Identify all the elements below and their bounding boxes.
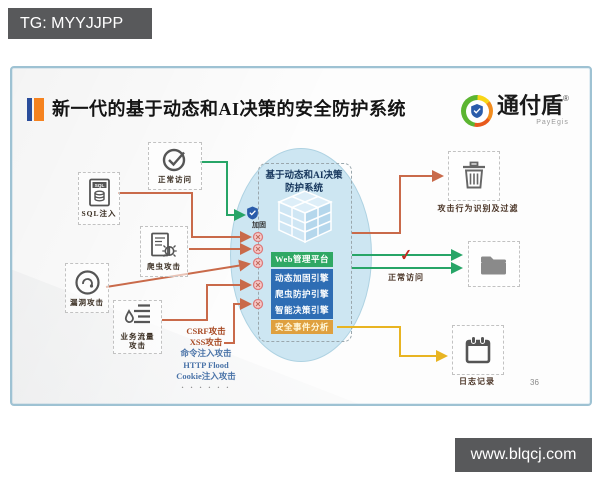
- source-traffic-attack-label: 业务流量 攻击: [120, 331, 155, 350]
- module-engines: 动态加固引擎 爬虫防护引擎 智能决策引擎: [271, 269, 333, 319]
- engine-dynamic-harden: 动态加固引擎: [274, 273, 329, 283]
- output-filter-label: 攻击行为识别及过滤: [437, 204, 519, 213]
- trash-icon: [463, 161, 485, 189]
- attack-http-flood: HTTP Flood: [183, 359, 229, 370]
- system-title: 基于动态和AI决策 防护系统: [256, 170, 352, 196]
- site-banner-text: www.blqcj.com: [470, 446, 577, 463]
- folder-icon: [481, 256, 506, 275]
- logo-shield-icon: [471, 104, 483, 118]
- output-log-box: [452, 325, 504, 375]
- check-circle-icon: [162, 149, 186, 172]
- engine-anti-crawler: 爬虫防护引擎: [274, 289, 329, 299]
- vulnerability-icon: [74, 270, 100, 295]
- module-security-analysis: 安全事件分析: [271, 320, 333, 334]
- source-normal-access: 正常访问: [148, 142, 202, 190]
- bug-document-icon: [151, 232, 177, 257]
- module-web-platform: Web管理平台: [271, 252, 333, 267]
- harden-shield: 加固: [246, 206, 272, 230]
- title-marker-blue: [27, 98, 32, 121]
- traffic-filter-icon: [124, 304, 150, 323]
- tg-banner-text: TG: MYYJJPP: [20, 14, 124, 32]
- calendar-icon: [465, 336, 491, 364]
- attack-more-dots: · · · · · ·: [181, 382, 231, 393]
- attack-cookie-injection: Cookie注入攻击: [176, 370, 236, 381]
- logo-ring-icon: [461, 95, 493, 127]
- attack-csrf: CSRF攻击: [186, 326, 226, 336]
- attack-type-list: CSRF攻击 XSS攻击 命令注入攻击 HTTP Flood Cookie注入攻…: [150, 326, 262, 393]
- source-crawler-attack: 爬虫攻击: [140, 226, 188, 277]
- logo-name: 通付盾: [497, 93, 564, 118]
- source-traffic-attack: 业务流量 攻击: [113, 300, 162, 354]
- source-sql-injection: SQL SQL注入: [78, 172, 120, 225]
- title-marker-orange: [34, 98, 44, 121]
- sql-file-icon: SQL: [88, 178, 110, 207]
- output-normal-box: [468, 241, 520, 287]
- payegis-logo: 通付盾® PayEgis: [461, 95, 569, 127]
- source-vuln-attack-label: 漏洞攻击: [70, 297, 104, 307]
- source-normal-access-label: 正常访问: [158, 175, 192, 185]
- source-crawler-attack-label: 爬虫攻击: [147, 261, 181, 271]
- slide-title: 新一代的基于动态和AI决策的安全防护系统: [52, 99, 407, 119]
- brick-cube-icon: [274, 188, 336, 248]
- shield-check-icon: [247, 206, 258, 220]
- page-number: 36: [530, 378, 539, 387]
- engine-ai-decision: 智能决策引擎: [274, 305, 329, 315]
- system-title-line2: 防护系统: [284, 184, 323, 194]
- output-normal-label: 正常访问: [388, 273, 424, 282]
- logo-trademark: ®: [563, 94, 569, 103]
- tg-banner: TG: MYYJJPP: [8, 8, 152, 39]
- source-vuln-attack: 漏洞攻击: [65, 263, 109, 313]
- source-sql-injection-label: SQL注入: [81, 209, 117, 219]
- system-title-line1: 基于动态和AI决策: [265, 171, 343, 181]
- logo-subtitle: PayEgis: [536, 119, 569, 126]
- attack-xss: XSS攻击: [189, 337, 223, 348]
- output-filter-box: [448, 151, 500, 201]
- svg-text:SQL: SQL: [94, 183, 104, 189]
- site-banner: www.blqcj.com: [455, 438, 592, 472]
- harden-label: 加固: [252, 221, 266, 229]
- attack-cmd-injection: 命令注入攻击: [180, 348, 232, 359]
- red-check-mark: ✓: [399, 246, 414, 265]
- output-log-label: 日志记录: [459, 377, 495, 386]
